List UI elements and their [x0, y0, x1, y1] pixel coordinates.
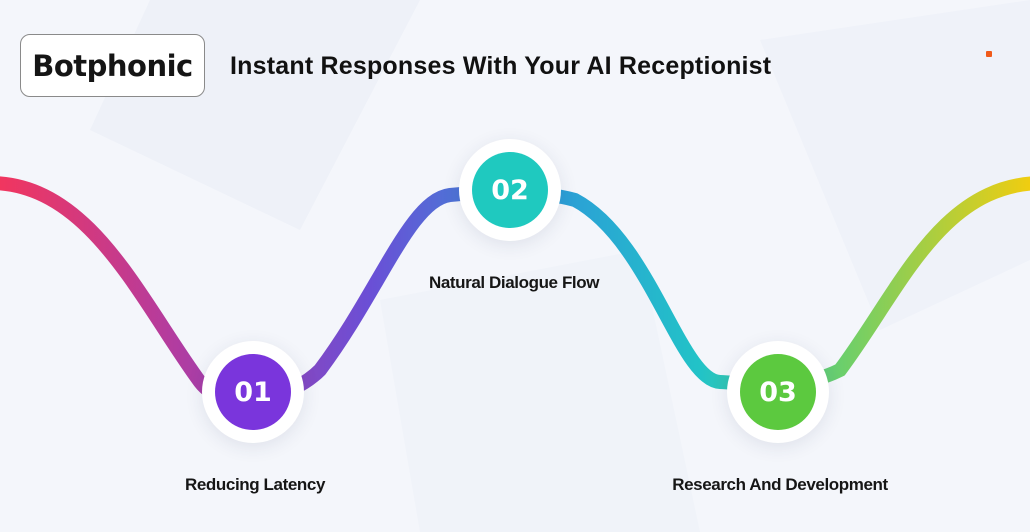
step-label-2: Natural Dialogue Flow	[428, 273, 600, 292]
page-title: Instant Responses With Your AI Reception…	[230, 52, 772, 80]
step-number-1: 01	[234, 376, 272, 408]
logo-accent-dot	[986, 51, 992, 57]
brand-logo: Botphonic	[20, 34, 205, 97]
brand-name: Botphonic	[32, 48, 193, 83]
step-node-3: 03	[727, 341, 829, 443]
step-node-2: 02	[459, 139, 561, 241]
step-node-1: 01	[202, 341, 304, 443]
step-badge-1: 01	[215, 354, 291, 430]
step-number-2: 02	[491, 174, 529, 206]
step-label-3: Research And Development	[672, 475, 888, 494]
step-number-3: 03	[759, 376, 797, 408]
step-label-1: Reducing Latency	[184, 475, 326, 494]
step-badge-2: 02	[472, 152, 548, 228]
step-badge-3: 03	[740, 354, 816, 430]
